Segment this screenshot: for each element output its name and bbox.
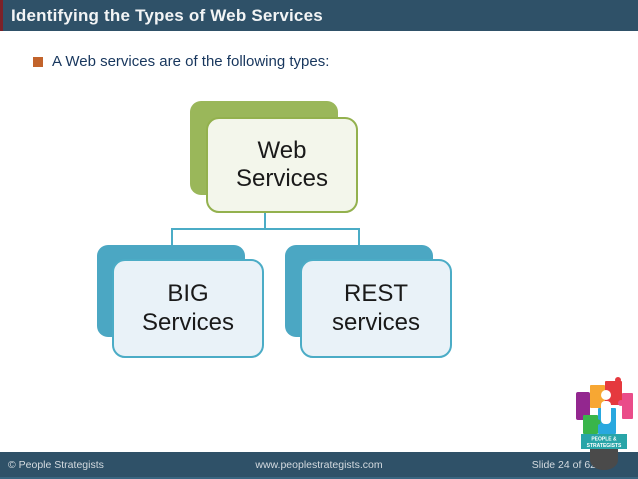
person-body-shape [601, 401, 611, 424]
node-rest-services-line1: REST [343, 280, 408, 308]
footer-website: www.peoplestrategists.com [255, 459, 383, 471]
people-strategists-logo-icon: PEOPLE & STRATEGISTS [572, 375, 636, 470]
slide-title: Identifying the Types of Web Services [11, 5, 323, 25]
bullet-text: A Web services are of the following type… [52, 53, 330, 70]
puzzle-piece-pink [622, 393, 633, 419]
puzzle-knob-pink [618, 400, 624, 406]
node-web-services-line2: Services [235, 165, 329, 192]
puzzle-knob-red [615, 377, 621, 383]
node-web-services-line1: Web [257, 136, 307, 164]
connector-left-drop [171, 228, 173, 247]
puzzle-piece-red [605, 381, 622, 405]
puzzle-knob-green [595, 419, 601, 425]
node-big-services: BIG Services [112, 259, 264, 358]
puzzle-knob-orange [594, 394, 600, 400]
bulb-base-shape [590, 447, 618, 470]
node-web-services: Web Services [206, 117, 358, 213]
footer-slide-number: Slide 24 of 62 [531, 459, 596, 471]
connector-horizontal [171, 228, 360, 230]
puzzle-piece-purple [576, 392, 590, 420]
logo-banner [581, 434, 627, 449]
node-rest-services-line2: services [331, 308, 421, 336]
connector-right-drop [358, 228, 360, 247]
logo-text-line2: STRATEGISTS [587, 443, 622, 449]
footer-copyright: © People Strategists [8, 459, 104, 471]
bullet-icon [33, 57, 43, 67]
node-big-services-line1: BIG [167, 280, 209, 308]
logo-text-line1: PEOPLE & [591, 437, 617, 443]
header-bar: Identifying the Types of Web Services [0, 0, 638, 31]
person-head-shape [601, 390, 611, 400]
bullet-row: A Web services are of the following type… [33, 53, 329, 70]
puzzle-piece-green [583, 415, 598, 434]
footer-bar: © People Strategists www.peoplestrategis… [0, 452, 638, 479]
node-rest-services: REST services [300, 259, 452, 358]
node-big-services-line2: Services [141, 308, 235, 336]
